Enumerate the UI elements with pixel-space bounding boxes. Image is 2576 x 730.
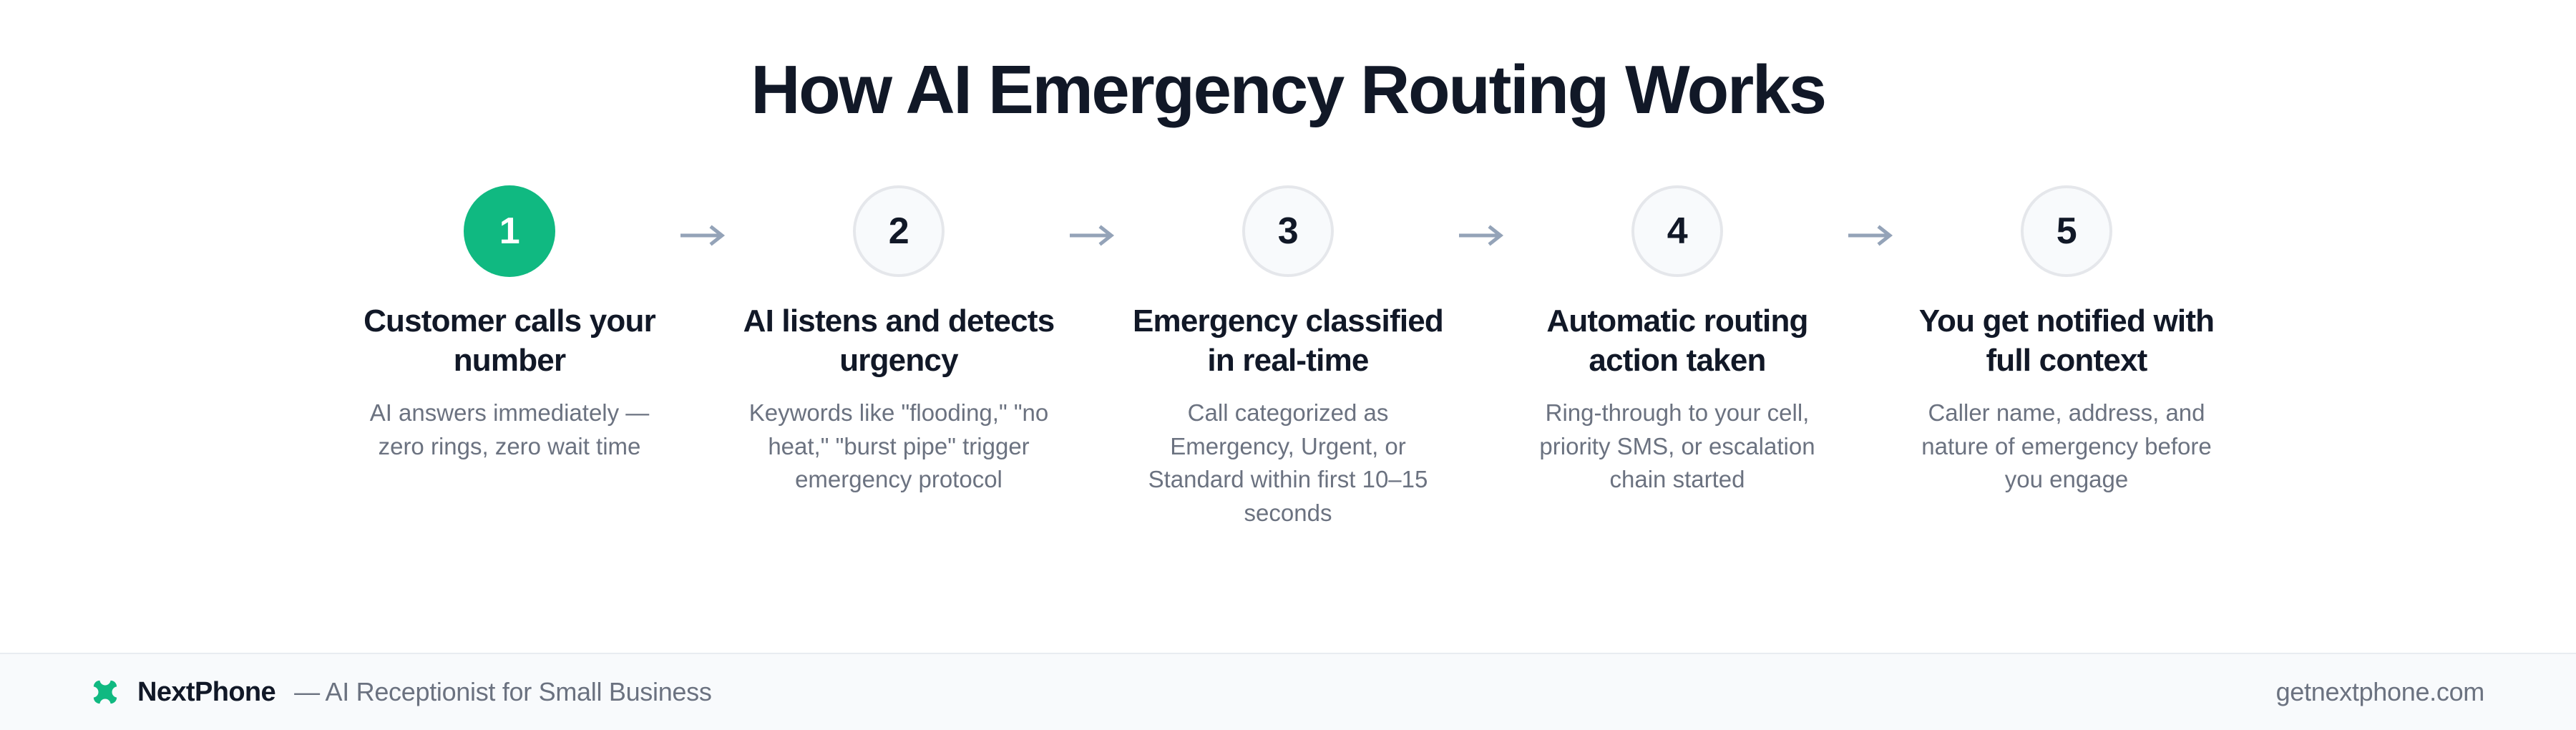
step-description-4: Ring-through to your cell, priority SMS,… [1539,399,1815,493]
step-title-2: AI listens and detects urgency [743,303,1055,379]
step-number-badge-4: 4 [1631,185,1723,277]
brand-name: NextPhone [137,676,276,707]
step-description-2: Keywords like "flooding," "no heat," "bu… [748,399,1049,493]
steps-row: 1 Customer calls your number AI answers … [0,185,2576,530]
step-number-badge-1: 1 [464,185,555,277]
step-item-2: 2 AI listens and detects urgency Keyword… [731,185,1067,497]
footer-brand-group: NextPhone — AI Receptionist for Small Bu… [92,677,712,708]
arrow-right-icon [678,190,731,281]
title-section: How AI Emergency Routing Works [0,0,2576,127]
step-item-1: 1 Customer calls your number AI answers … [341,185,678,464]
footer-bar: NextPhone — AI Receptionist for Small Bu… [0,653,2576,730]
step-number-badge-5: 5 [2021,185,2112,277]
step-number-badge-3: 3 [1242,185,1334,277]
step-title-5: You get notified with full context [1918,303,2215,379]
step-title-4: Automatic routing action taken [1546,303,1808,379]
arrow-right-icon [1845,190,1898,281]
step-description-5: Caller name, address, and nature of emer… [1921,399,2212,493]
step-number-badge-2: 2 [853,185,945,277]
step-item-4: 4 Automatic routing action taken Ring-th… [1509,185,1845,497]
brand-tagline: — AI Receptionist for Small Business [294,677,712,706]
page-title: How AI Emergency Routing Works [751,52,1827,128]
step-description-3: Call categorized as Emergency, Urgent, o… [1148,399,1428,527]
step-description-1: AI answers immediately — zero rings, zer… [369,399,650,459]
arrow-right-icon [1067,190,1120,281]
step-title-3: Emergency classified in real-time [1132,303,1444,379]
clover-logo-icon [92,678,119,706]
step-item-5: 5 You get notified with full context Cal… [1898,185,2235,497]
footer-website-url[interactable]: getnextphone.com [2275,677,2485,706]
step-item-3: 3 Emergency classified in real-time Call… [1120,185,1456,530]
step-title-1: Customer calls your number [364,303,656,379]
arrow-right-icon [1456,190,1509,281]
